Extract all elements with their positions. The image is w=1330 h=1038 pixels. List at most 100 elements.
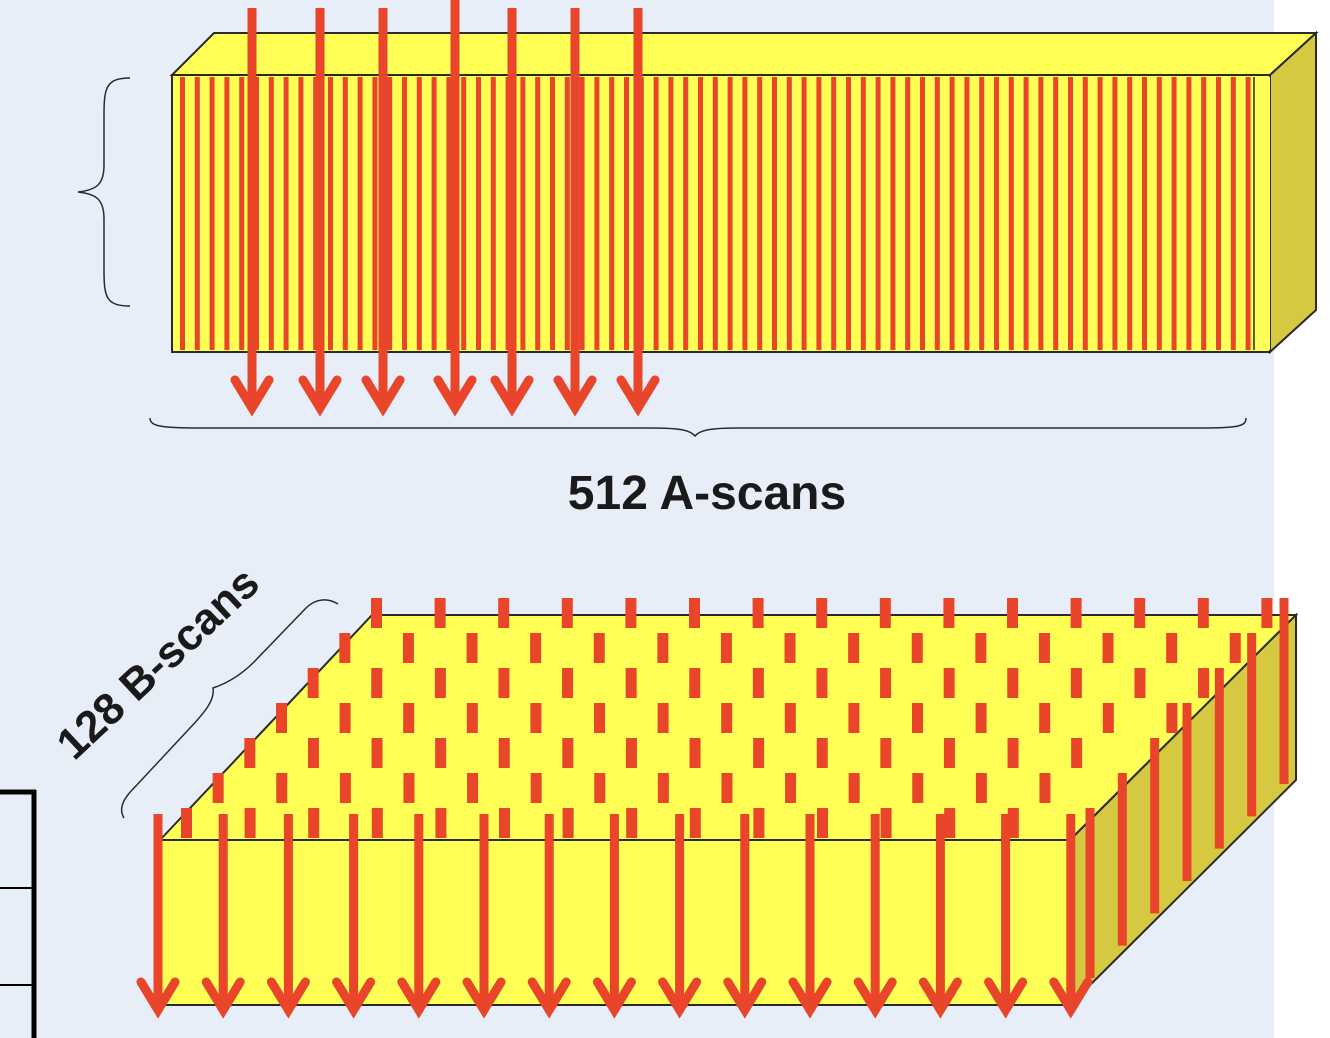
bscan-dash bbox=[434, 598, 446, 628]
bscan-dash bbox=[244, 808, 256, 838]
bscan-dash bbox=[1166, 703, 1178, 733]
bscan-dash bbox=[1261, 598, 1273, 628]
bscan-dash bbox=[402, 633, 414, 663]
bscan-dash bbox=[371, 598, 382, 628]
bscan-dash bbox=[657, 633, 669, 663]
ascan-arrow bbox=[433, 0, 477, 417]
bscan-dash bbox=[625, 738, 637, 768]
bscan-dash bbox=[1198, 668, 1210, 698]
volume-arrows bbox=[136, 814, 1093, 1019]
bscan-dash bbox=[880, 668, 892, 698]
bscan-dash bbox=[911, 633, 923, 663]
ascan-stripe bbox=[535, 77, 541, 350]
bscan-dash bbox=[593, 633, 605, 663]
ascan-stripe bbox=[742, 77, 748, 350]
bscan-dash bbox=[1007, 808, 1019, 838]
ascan-stripe bbox=[905, 77, 911, 350]
bscan-dash bbox=[944, 808, 956, 838]
ascan-stripe bbox=[1156, 77, 1162, 350]
bscan-dash bbox=[212, 773, 224, 803]
ascan-stripe bbox=[683, 77, 689, 350]
ascan-stripe bbox=[712, 77, 718, 350]
ascan-stripe bbox=[268, 77, 274, 350]
ascan-stripe bbox=[1068, 77, 1073, 350]
bscan-dash bbox=[657, 703, 669, 733]
ascan-arrow bbox=[490, 8, 534, 417]
bscan-dashes bbox=[181, 598, 1273, 838]
bscan-dash bbox=[308, 808, 320, 838]
bscan-dash bbox=[1134, 668, 1146, 698]
ascan-stripe bbox=[979, 77, 985, 350]
bscan-dash bbox=[975, 633, 987, 663]
bscan-dash bbox=[530, 773, 542, 803]
ascan-stripe bbox=[579, 77, 585, 350]
volume-arrow bbox=[592, 814, 636, 1019]
bscan-dash bbox=[371, 668, 383, 698]
ascan-stripe bbox=[1097, 77, 1103, 350]
bscan-dash bbox=[816, 598, 828, 628]
volume-arrow bbox=[266, 814, 310, 1019]
ascan-arrow bbox=[361, 8, 405, 417]
volume-block bbox=[136, 598, 1299, 1019]
volume-arrow bbox=[984, 814, 1028, 1019]
bscan-dash bbox=[339, 633, 351, 663]
ascan-stripe bbox=[1186, 77, 1192, 350]
bscan-dash bbox=[816, 668, 828, 698]
bscan-dash bbox=[912, 773, 924, 803]
bscan-dash bbox=[848, 703, 860, 733]
ascan-stripe bbox=[461, 77, 467, 350]
ascan-stripe bbox=[416, 77, 422, 350]
volume-arrow bbox=[332, 814, 376, 1019]
ascan-stripe bbox=[934, 77, 940, 350]
bscan-dash bbox=[562, 668, 574, 698]
bscan-front-face bbox=[171, 74, 1271, 353]
bscan-dash bbox=[1039, 703, 1051, 733]
ascan-stripe bbox=[402, 77, 407, 350]
ascan-stripe bbox=[875, 77, 881, 350]
ascan-stripe bbox=[1230, 77, 1236, 350]
ascan-stripe bbox=[328, 77, 333, 350]
ascan-stripe bbox=[860, 77, 866, 350]
bscan-dash bbox=[689, 738, 701, 768]
ascan-stripe bbox=[283, 77, 289, 350]
bscan-dash bbox=[625, 668, 637, 698]
bscan-dash bbox=[721, 703, 733, 733]
ascan-stripe bbox=[357, 77, 363, 350]
bscan-dash bbox=[466, 633, 478, 663]
bscan-dash bbox=[753, 738, 765, 768]
ascan-stripe bbox=[846, 77, 851, 350]
bscan-dash bbox=[339, 773, 351, 803]
ascan-stripe bbox=[964, 77, 970, 350]
ascan-stripe bbox=[387, 77, 393, 350]
bscan-dash bbox=[1038, 633, 1050, 663]
bscan-dash bbox=[880, 738, 892, 768]
bscan-dash bbox=[816, 738, 828, 768]
ascan-arrow bbox=[230, 8, 274, 417]
bscan-dash bbox=[848, 633, 860, 663]
ascan-stripe bbox=[698, 77, 703, 350]
bscan-dash bbox=[339, 703, 351, 733]
bscan-dash bbox=[785, 773, 797, 803]
bscan-dash bbox=[561, 598, 573, 628]
ascan-stripe bbox=[520, 77, 526, 350]
bscan-dash bbox=[434, 668, 446, 698]
ascan-stripe bbox=[1038, 77, 1044, 350]
bscan-dash bbox=[1134, 598, 1146, 628]
ascan-arrow bbox=[616, 8, 660, 417]
bscan-dash bbox=[307, 668, 319, 698]
bscan-dash bbox=[594, 773, 606, 803]
ascan-stripe bbox=[550, 77, 555, 350]
volume-arrow bbox=[723, 814, 767, 1019]
ascan-stripe bbox=[180, 77, 185, 350]
bscan-dash bbox=[879, 598, 891, 628]
bscan-dash bbox=[1039, 773, 1051, 803]
bscan-dash bbox=[943, 598, 955, 628]
volume-arrow bbox=[201, 814, 245, 1019]
bscan-dash bbox=[307, 738, 319, 768]
ascan-stripe bbox=[372, 77, 378, 350]
bscan-dash bbox=[498, 738, 510, 768]
bscan-top-face bbox=[169, 32, 1319, 76]
ascan-stripe bbox=[757, 77, 763, 350]
ascan-stripe bbox=[239, 77, 245, 350]
ascan-stripe bbox=[653, 77, 659, 350]
